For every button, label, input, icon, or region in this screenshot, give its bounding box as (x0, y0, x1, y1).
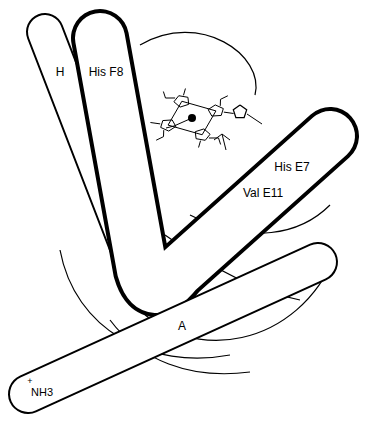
heme-group (150, 88, 262, 150)
proximal-bond (166, 118, 192, 128)
part-label: Val E11 (242, 186, 284, 200)
distal-histidine (233, 105, 246, 118)
histidine-stalk (247, 114, 262, 124)
part-label: A (177, 319, 187, 333)
helix-a (28, 262, 318, 394)
part-label: NH3 (30, 386, 54, 399)
valine-sidechain (214, 134, 230, 150)
part-label: His E7 (273, 160, 310, 174)
heme-porphyrin (150, 88, 233, 147)
part-label: H (55, 65, 66, 79)
part-label: His F8 (88, 65, 125, 79)
